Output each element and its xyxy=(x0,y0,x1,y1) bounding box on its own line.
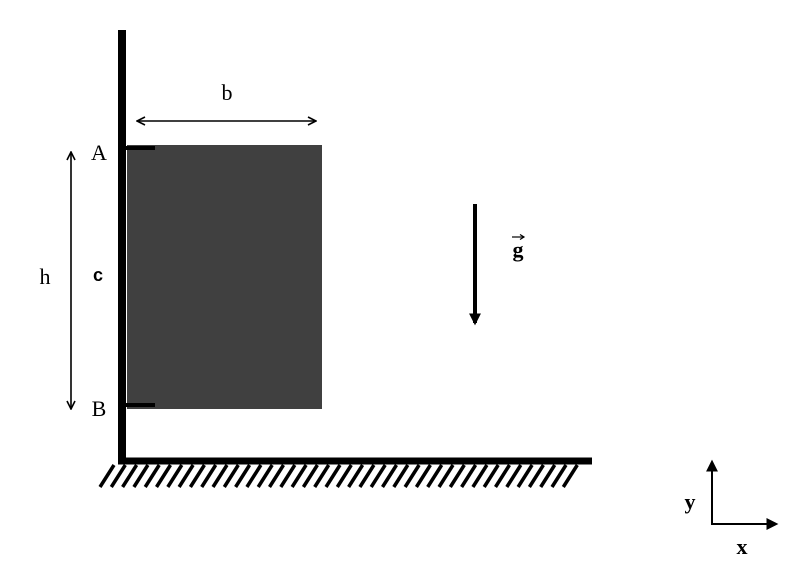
label-y: y xyxy=(685,489,696,514)
ground-hatch-mark xyxy=(234,464,252,488)
gravity-vector-bar-tip xyxy=(519,233,526,241)
ground-hatching xyxy=(98,464,579,488)
ground-hatch-mark xyxy=(516,464,534,488)
ground-hatch-mark xyxy=(561,464,579,488)
ground-hatch-mark xyxy=(211,464,229,488)
ground-hatch-mark xyxy=(279,464,297,488)
ground-hatch-mark xyxy=(527,464,545,488)
ground-hatch-mark xyxy=(313,464,331,488)
ground-hatch-mark xyxy=(550,464,568,488)
ground-hatch-mark xyxy=(460,464,478,488)
ground-hatch-mark xyxy=(290,464,308,488)
ground-hatch-mark xyxy=(426,464,444,488)
ground-hatch-mark xyxy=(109,464,127,488)
rectangular-block xyxy=(127,145,322,409)
ground-hatch-mark xyxy=(121,464,139,488)
ground-hatch-mark xyxy=(155,464,172,488)
ground-hatch-mark xyxy=(132,464,150,488)
ground-hatch-mark xyxy=(200,464,218,488)
ground-hatch-mark xyxy=(256,464,274,488)
ground-hatch-mark xyxy=(505,464,523,488)
ground-hatch-mark xyxy=(268,464,285,488)
ground-hatch-mark xyxy=(448,464,466,488)
ground-hatch-mark xyxy=(335,464,353,488)
ground-hatch-mark xyxy=(301,464,319,488)
label-h: h xyxy=(40,264,51,289)
ground-hatch-mark xyxy=(358,464,376,488)
ground-hatch-mark xyxy=(471,464,489,488)
label-g: g xyxy=(513,237,524,262)
ground-hatch-mark xyxy=(437,464,455,488)
ground-hatch-mark xyxy=(392,464,410,488)
ground-hatch-mark xyxy=(143,464,161,488)
ground-hatch-mark xyxy=(98,464,116,488)
label-b: b xyxy=(222,80,233,105)
ground-hatch-mark xyxy=(166,464,184,488)
ground-hatch-mark xyxy=(347,464,365,488)
ground-hatch-mark xyxy=(324,464,342,488)
label-b-support: B xyxy=(92,396,107,421)
ground-hatch-mark xyxy=(381,464,398,488)
ground-hatch-mark xyxy=(188,464,206,488)
ground-hatch-mark xyxy=(482,464,500,488)
ground-hatch-mark xyxy=(494,464,511,488)
ground-hatch-mark xyxy=(245,464,263,488)
ground-hatch-mark xyxy=(369,464,387,488)
ground-hatch-mark xyxy=(414,464,432,488)
ground-hatch-mark xyxy=(222,464,240,488)
label-x: x xyxy=(737,534,748,559)
ground-hatch-mark xyxy=(539,464,557,488)
ground-hatch-mark xyxy=(177,464,195,488)
label-a: A xyxy=(91,140,107,165)
label-c: c xyxy=(93,265,103,285)
ground-hatch-mark xyxy=(403,464,421,488)
